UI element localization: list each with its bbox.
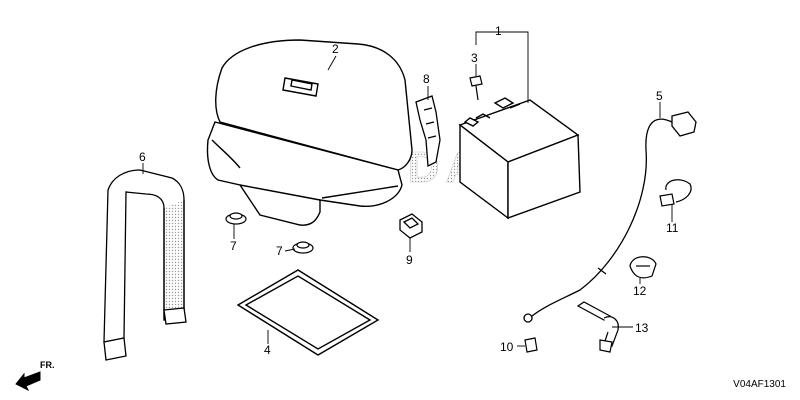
cable-holder-13[interactable] xyxy=(576,301,619,353)
callout-8: 8 xyxy=(423,72,430,86)
battery-cover[interactable] xyxy=(206,39,413,226)
callout-12: 12 xyxy=(633,284,647,298)
callout-7-b: 7 xyxy=(276,244,283,258)
callout-2: 2 xyxy=(332,42,339,56)
callout-11: 11 xyxy=(666,221,679,235)
battery-cable[interactable] xyxy=(523,111,697,323)
diagram-code: V04AF1301 xyxy=(733,379,786,390)
battery-stay[interactable] xyxy=(415,95,441,168)
callout-5: 5 xyxy=(656,89,663,103)
battery-terminal-bolt[interactable] xyxy=(469,75,483,101)
rubber-cushion[interactable] xyxy=(399,213,423,239)
callout-9: 9 xyxy=(406,253,413,267)
battery-tray[interactable] xyxy=(236,269,380,356)
battery-band[interactable] xyxy=(103,169,187,361)
callout-1: 1 xyxy=(495,24,502,38)
callout-6: 6 xyxy=(139,150,146,164)
front-direction-arrow xyxy=(15,371,41,392)
leader-lines xyxy=(142,31,673,347)
grommet-b[interactable] xyxy=(292,241,314,254)
callout-4: 4 xyxy=(264,343,271,357)
callout-10: 10 xyxy=(500,340,514,354)
grommet-a[interactable] xyxy=(225,212,247,225)
direction-label: FR. xyxy=(40,360,55,370)
battery[interactable] xyxy=(458,97,581,220)
cable-clip-12[interactable] xyxy=(629,256,657,279)
callout-7-a: 7 xyxy=(230,239,237,253)
cable-clamp-11[interactable] xyxy=(659,179,692,207)
callout-3: 3 xyxy=(471,51,478,65)
terminal-bolt-10[interactable] xyxy=(524,337,538,353)
callout-13: 13 xyxy=(635,321,649,335)
